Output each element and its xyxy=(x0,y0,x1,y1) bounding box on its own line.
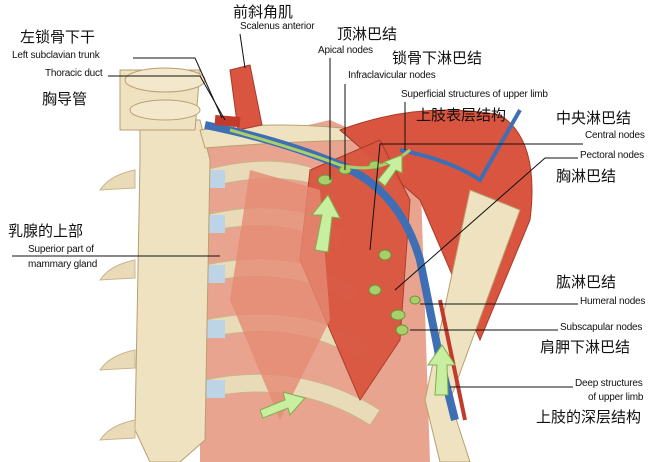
deep-structures-label-1: Deep structures xyxy=(575,378,643,389)
left-subclavian-trunk-label-zh: 左锁骨下干 xyxy=(20,28,96,46)
left-ribs xyxy=(99,169,136,441)
apical-nodes-label-zh: 顶淋巴结 xyxy=(337,25,398,43)
superficial-structures-label: Superficial structures of upper limb xyxy=(401,89,548,100)
humeral-nodes-label-zh: 肱淋巴结 xyxy=(556,273,617,291)
scalenus-anterior-label: Scalenus anterior xyxy=(240,21,315,32)
humeral-nodes-label: Humeral nodes xyxy=(580,296,646,307)
pectoral-nodes-label-zh: 胸淋巴结 xyxy=(556,167,617,185)
superficial-vein xyxy=(399,109,522,183)
lymph-nodes xyxy=(317,160,421,336)
left-subclavian-trunk-label: Left subclavian trunk xyxy=(12,50,100,61)
mammary-gland-label-zh: 乳腺的上部 xyxy=(8,222,84,240)
superficial-structures-label-zh: 上肢表层结构 xyxy=(416,106,507,124)
thoracic-duct-label: Thoracic duct xyxy=(45,68,103,79)
scalenus-anterior-label-zh: 前斜角肌 xyxy=(233,3,294,21)
central-nodes-label-zh: 中央淋巴结 xyxy=(556,109,632,127)
infraclavicular-nodes-label: Infraclavicular nodes xyxy=(348,70,436,81)
mammary-gland-label-1: Superior part of xyxy=(28,244,94,255)
scalenus-muscle xyxy=(229,64,263,131)
deep-structures-label-zh: 上肢的深层结构 xyxy=(536,408,642,426)
artery xyxy=(214,115,241,127)
deep-structures-label-2: of upper limb xyxy=(588,392,644,403)
infraclavicular-nodes-label-zh: 锁骨下淋巴结 xyxy=(392,49,483,67)
thoracic-duct-label-zh: 胸导管 xyxy=(42,90,88,108)
serratus-muscle xyxy=(230,170,330,420)
leader-lines xyxy=(12,33,583,388)
pectoral-nodes-label: Pectoral nodes xyxy=(580,150,644,161)
deep-vessels xyxy=(438,299,467,421)
central-nodes-label: Central nodes xyxy=(585,130,645,141)
lymph-flow-arrows xyxy=(259,154,456,419)
subscapular-nodes-label-zh: 肩胛下淋巴结 xyxy=(540,338,631,356)
apical-nodes-label: Apical nodes xyxy=(318,45,373,56)
subscapular-nodes-label: Subscapular nodes xyxy=(560,322,643,333)
mammary-gland-label-2: mammary gland xyxy=(28,259,98,270)
sternum xyxy=(134,119,211,462)
